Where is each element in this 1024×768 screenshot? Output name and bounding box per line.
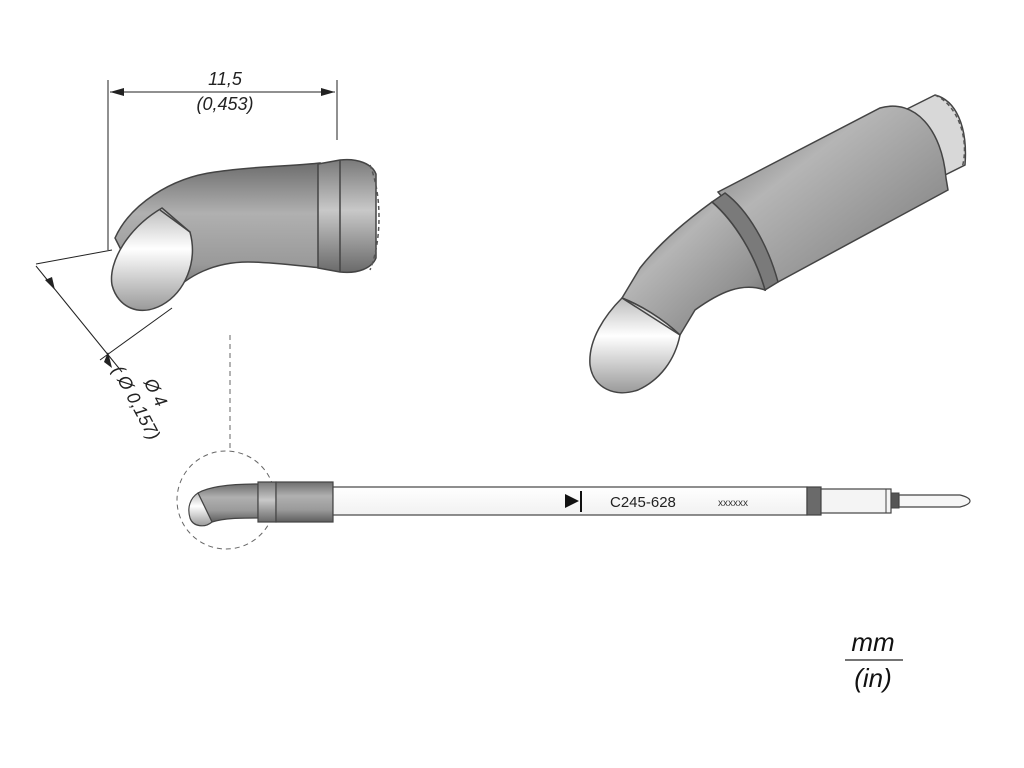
length-arrow-right bbox=[321, 88, 335, 96]
cartridge-sleeve bbox=[275, 481, 334, 523]
diameter-arrow-bottom bbox=[104, 352, 112, 368]
detail-collar bbox=[317, 158, 377, 274]
perspective-shaft-cut bbox=[934, 94, 966, 169]
length-arrow-left bbox=[110, 88, 124, 96]
perspective-neck bbox=[620, 201, 767, 337]
cartridge-tip-coating bbox=[188, 492, 213, 527]
batch-code-label: xxxxxx bbox=[718, 498, 748, 509]
diameter-ext-top bbox=[35, 249, 113, 265]
cartridge-connector bbox=[890, 492, 900, 509]
cartridge-arrow-mark bbox=[565, 494, 579, 508]
diameter-ext-bottom bbox=[99, 307, 173, 361]
part-number-label: C245-628 bbox=[610, 494, 676, 511]
cartridge-view: C245-628 xxxxxx bbox=[176, 335, 971, 550]
perspective-tip-coating bbox=[589, 297, 681, 394]
unit-primary-label: mm bbox=[851, 627, 894, 657]
length-dimension: 11,5 (0,453) bbox=[107, 69, 338, 250]
unit-secondary-label: (in) bbox=[854, 663, 892, 693]
cartridge-collar bbox=[257, 481, 277, 523]
cartridge-pin bbox=[898, 494, 971, 508]
detail-band-line bbox=[159, 209, 191, 233]
length-imperial-label: (0,453) bbox=[196, 94, 253, 114]
cartridge-band-light bbox=[820, 488, 892, 514]
detail-tip-coating bbox=[110, 207, 194, 312]
cartridge-band-dark bbox=[806, 486, 822, 516]
detail-view bbox=[110, 158, 380, 312]
detail-cut-edge bbox=[369, 164, 380, 271]
diameter-arrow-top bbox=[45, 277, 55, 290]
length-metric-label: 11,5 bbox=[208, 69, 243, 89]
perspective-view bbox=[589, 94, 967, 394]
units-legend: mm (in) bbox=[845, 627, 903, 693]
perspective-band-line bbox=[621, 297, 681, 336]
